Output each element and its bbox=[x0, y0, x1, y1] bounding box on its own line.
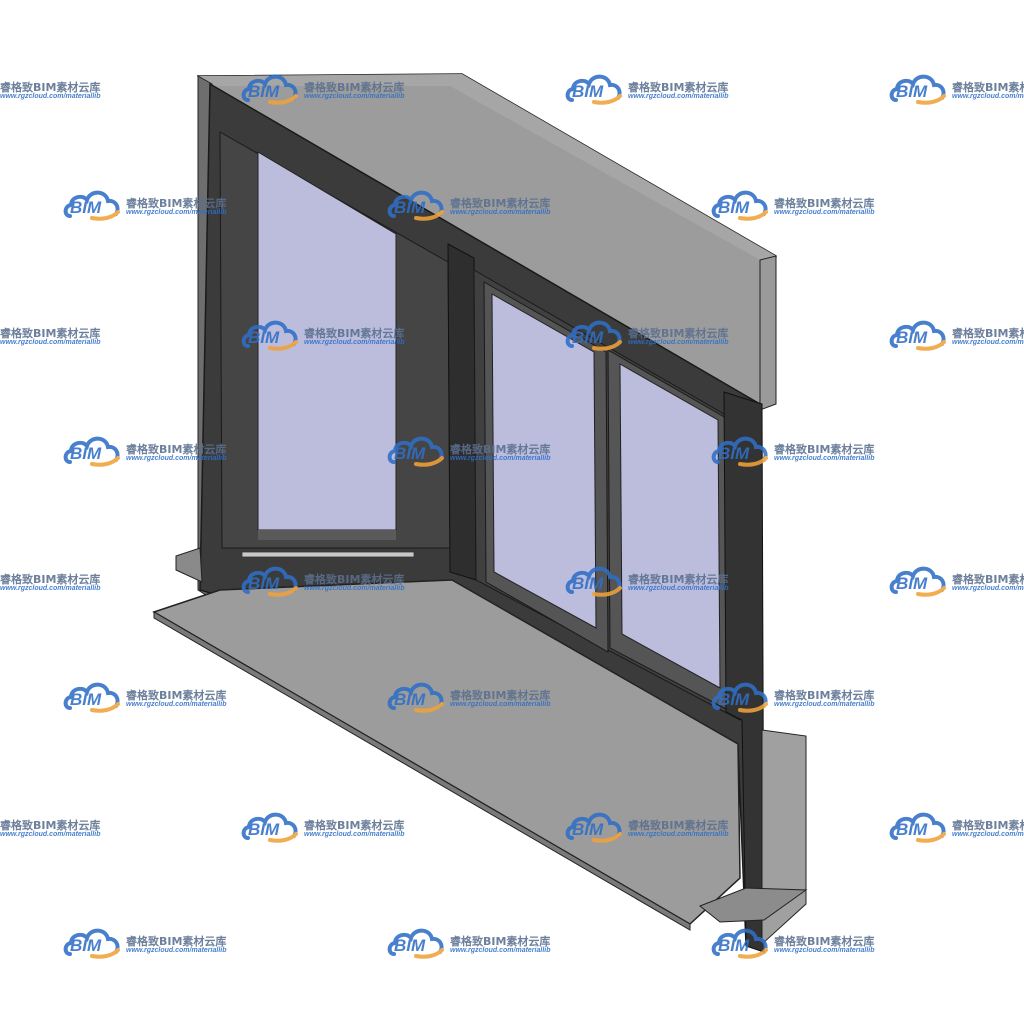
left-glass-bottom-rail bbox=[258, 530, 396, 540]
sash-left-glass bbox=[491, 293, 597, 629]
right-lower-ledge-base bbox=[699, 887, 808, 923]
bottom-sill-front bbox=[153, 611, 691, 931]
wall-right-face bbox=[759, 255, 777, 411]
left-ledge bbox=[175, 547, 203, 583]
center-mullion bbox=[447, 243, 477, 581]
sash-right-glass bbox=[619, 363, 721, 689]
left-sill-bar bbox=[241, 551, 415, 558]
